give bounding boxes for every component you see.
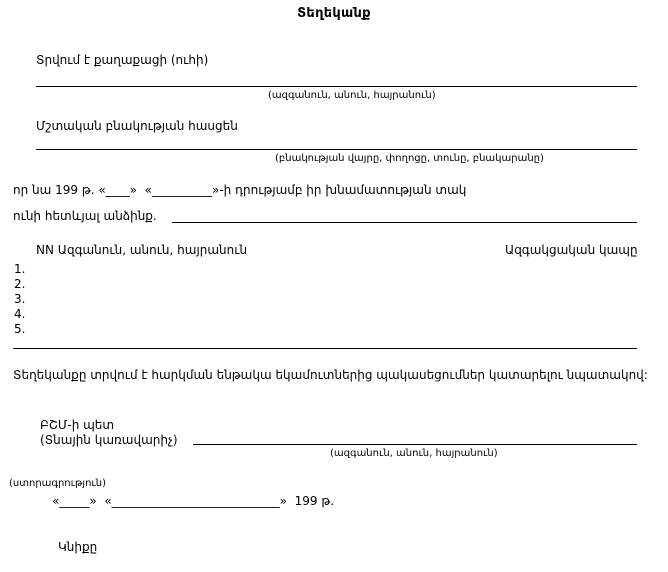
address-caption: (բնակության վայրը, փողոցը, տունը, բնակար… (275, 153, 544, 164)
statement-line-2: ունի հետևյալ անձինք. (13, 209, 157, 223)
address-fill-line[interactable] (36, 149, 637, 150)
signature-fill-line[interactable] (193, 444, 637, 445)
table-row[interactable]: 5. (14, 322, 26, 336)
issued-to-caption: (ազգանուն, անուն, հայրանուն) (268, 90, 436, 101)
statement-line-1: որ նա 199 թ. «____» «__________»-ի դրութ… (13, 183, 467, 197)
purpose-text: Տեղեկանքը տրվում է հարկման ենթակա եկամու… (13, 368, 648, 382)
issued-to-label: Տրվում է քաղաքացի (ուհի) (36, 53, 209, 67)
table-header-left: NN Ազգանուն, անուն, հայրանուն (36, 243, 248, 257)
table-row[interactable]: 4. (14, 307, 26, 321)
signature-caption: (ստորագրություն) (9, 478, 107, 489)
dependents-fill-line[interactable] (172, 222, 637, 223)
issued-to-fill-line[interactable] (36, 86, 637, 87)
signature-name-caption: (ազգանուն, անուն, հայրանուն) (330, 448, 498, 459)
page-title: Տեղեկանք (297, 6, 371, 21)
table-header-right: Ազգակցական կապը (505, 243, 638, 257)
signatory-role-line-2: (Տնային կառավարիչ) (40, 433, 178, 447)
signatory-role-line-1: ԲՇՄ-ի պետ (40, 418, 115, 432)
table-row[interactable]: 3. (14, 292, 26, 306)
date-line[interactable]: «_____» «____________________________» 1… (52, 494, 335, 508)
address-label: Մշտական բնակության հասցեն (36, 119, 238, 133)
table-bottom-rule (13, 348, 637, 349)
seal-label: Կնիքը (58, 540, 98, 554)
table-row[interactable]: 2. (14, 277, 26, 291)
table-row[interactable]: 1. (14, 262, 26, 276)
